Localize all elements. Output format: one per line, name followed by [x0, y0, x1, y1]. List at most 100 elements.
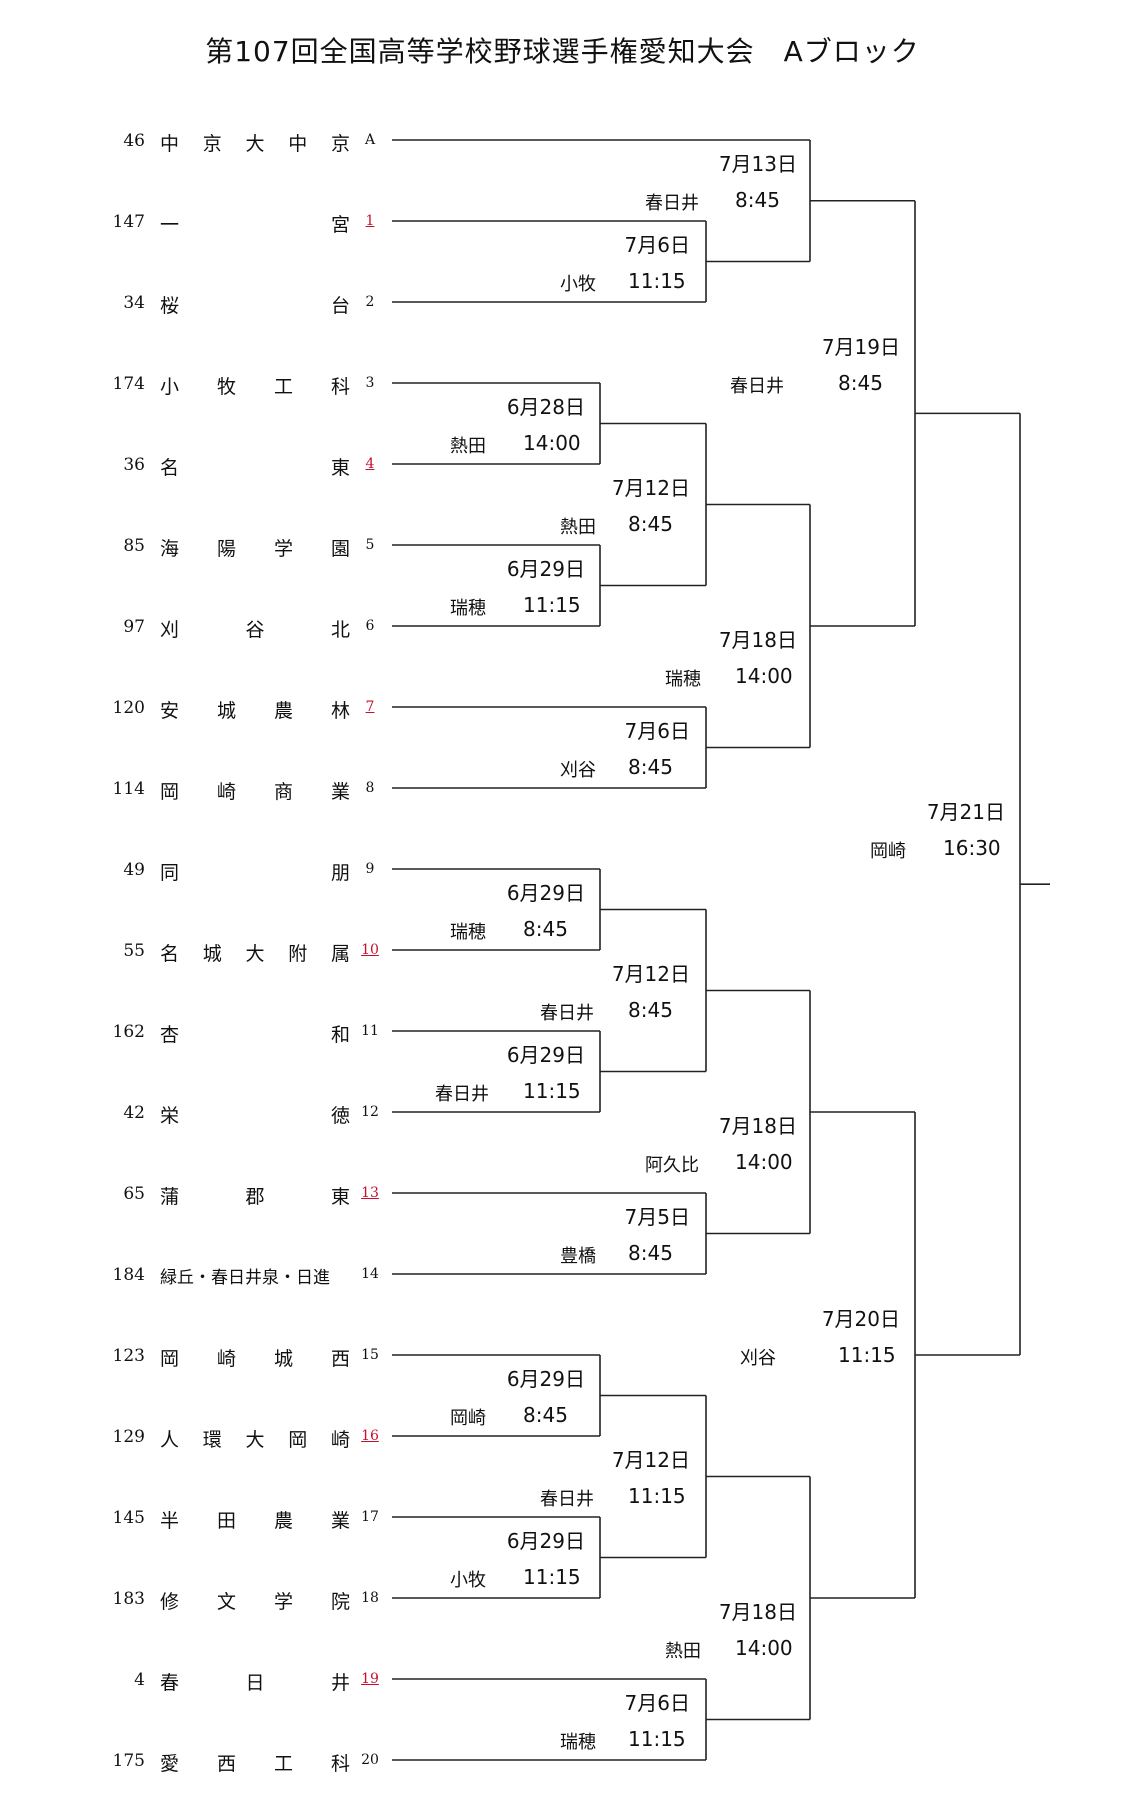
- match-time: 11:15: [523, 593, 581, 617]
- match-date: 7月6日: [624, 1691, 690, 1715]
- team-name: 中京大中京: [160, 133, 350, 155]
- team-seed: 49: [123, 860, 145, 880]
- team-name: 安城農林: [160, 700, 350, 722]
- team-row: 162 杏和 11: [0, 1016, 400, 1046]
- match-venue: 小牧: [560, 274, 596, 295]
- page-title: 第107回全国高等学校野球選手権愛知大会 Aブロック: [205, 35, 920, 68]
- match-venue: 春日井: [645, 193, 699, 214]
- team-name: 春日井: [160, 1672, 350, 1694]
- match-date: 7月6日: [624, 233, 690, 257]
- draw-number: 1: [365, 213, 375, 229]
- draw-number: 2: [365, 294, 375, 310]
- match-venue: 阿久比: [645, 1155, 699, 1176]
- draw-number: 18: [361, 1590, 379, 1606]
- match-date: 7月6日: [624, 719, 690, 743]
- match-venue: 春日井: [435, 1084, 489, 1105]
- team-seed: 129: [112, 1427, 145, 1447]
- team-name: 名城大附属: [160, 943, 350, 965]
- draw-number: 14: [361, 1266, 379, 1282]
- draw-number: 17: [361, 1509, 379, 1525]
- match-venue: 春日井: [730, 376, 784, 397]
- draw-number: 8: [365, 780, 375, 796]
- team-row: 145 半田農業 17: [0, 1502, 400, 1532]
- team-seed: 162: [112, 1022, 145, 1042]
- team-seed: 42: [123, 1103, 145, 1123]
- team-name: 愛西工科: [160, 1753, 350, 1775]
- match-venue: 瑞穂: [665, 669, 701, 690]
- team-seed: 145: [112, 1508, 145, 1528]
- match-time: 11:15: [628, 1727, 686, 1751]
- team-seed: 120: [112, 698, 145, 718]
- match-time: 8:45: [838, 371, 883, 395]
- match-venue: 瑞穂: [450, 598, 486, 619]
- team-seed: 114: [112, 779, 145, 799]
- draw-number: 11: [361, 1023, 379, 1039]
- draw-number: 5: [365, 537, 375, 553]
- draw-number: 7: [365, 699, 375, 715]
- team-seed: 183: [112, 1589, 145, 1609]
- draw-number: 19: [361, 1671, 379, 1687]
- team-seed: 123: [112, 1346, 145, 1366]
- match-venue: 岡崎: [450, 1408, 486, 1429]
- match-date: 7月20日: [821, 1307, 900, 1331]
- team-name: 修文学院: [160, 1591, 350, 1613]
- team-name: 栄徳: [160, 1105, 350, 1127]
- team-seed: 4: [134, 1670, 145, 1690]
- match-date: 7月18日: [718, 1114, 797, 1138]
- match-date: 7月12日: [611, 1448, 690, 1472]
- match-time: 8:45: [523, 917, 568, 941]
- team-seed: 184: [112, 1265, 145, 1285]
- match-time: 8:45: [523, 1403, 568, 1427]
- match-time: 8:45: [628, 755, 673, 779]
- team-name: 海陽学園: [160, 538, 350, 560]
- draw-number: A: [364, 132, 376, 148]
- match-date: 7月19日: [821, 335, 900, 359]
- team-name: 名東: [160, 457, 350, 479]
- team-seed: 55: [123, 941, 145, 961]
- match-time: 11:15: [628, 1484, 686, 1508]
- draw-number: 13: [361, 1185, 379, 1201]
- team-name: 岡崎城西: [160, 1348, 350, 1370]
- match-date: 7月18日: [718, 628, 797, 652]
- team-seed: 36: [123, 455, 145, 475]
- draw-number: 9: [365, 861, 375, 877]
- team-name: 桜台: [160, 295, 350, 317]
- team-name: 杏和: [160, 1024, 350, 1046]
- match-venue: 刈谷: [560, 760, 596, 781]
- team-seed: 174: [112, 374, 145, 394]
- draw-number: 3: [365, 375, 375, 391]
- team-name: 半田農業: [160, 1510, 350, 1532]
- team-name: 同朋: [160, 862, 350, 884]
- team-row: 49 同朋 9: [0, 854, 400, 884]
- match-venue: 春日井: [540, 1003, 594, 1024]
- match-venue: 瑞穂: [450, 922, 486, 943]
- team-name: 人環大岡崎: [160, 1429, 350, 1451]
- team-name: 刈谷北: [160, 619, 350, 641]
- match-date: 6月28日: [506, 395, 585, 419]
- match-date: 6月29日: [506, 1043, 585, 1067]
- match-date: 7月5日: [624, 1205, 690, 1229]
- match-time: 14:00: [735, 664, 793, 688]
- match-date: 7月13日: [718, 152, 797, 176]
- match-venue: 豊橋: [560, 1246, 596, 1267]
- draw-number: 6: [365, 618, 375, 634]
- match-time: 8:45: [735, 188, 780, 212]
- match-date: 6月29日: [506, 557, 585, 581]
- team-name: 岡崎商業: [160, 781, 350, 803]
- match-time: 8:45: [628, 1241, 673, 1265]
- match-time: 11:15: [523, 1565, 581, 1589]
- match-date: 6月29日: [506, 1367, 585, 1391]
- match-date: 7月21日: [926, 800, 1005, 824]
- match-time: 8:45: [628, 998, 673, 1022]
